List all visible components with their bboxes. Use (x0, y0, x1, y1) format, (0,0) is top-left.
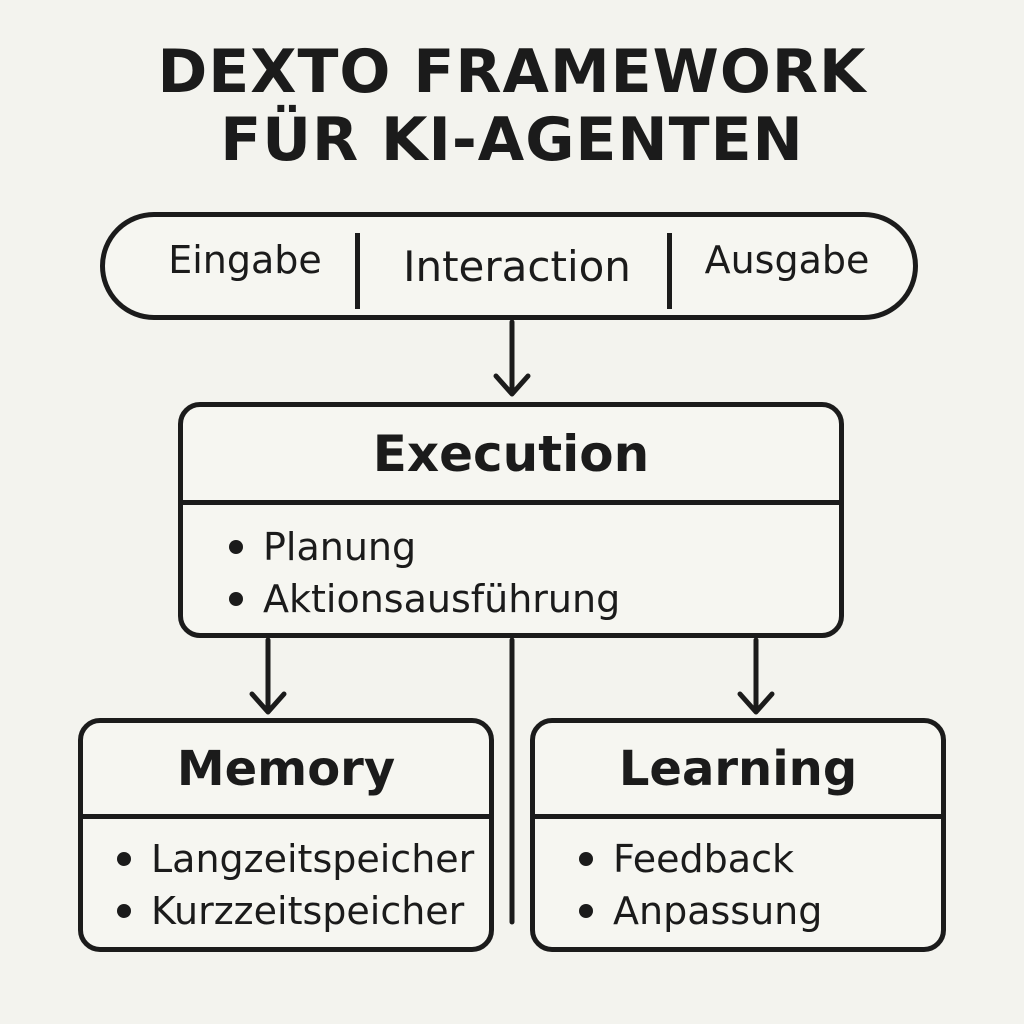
diagram-title-line-1: DEXTO FRAMEWORK (157, 37, 867, 107)
interaction-bar: Eingabe Interaction Ausgabe (100, 212, 918, 320)
list-item-label: Anpassung (613, 889, 823, 933)
list-item: Kurzzeitspeicher (83, 885, 489, 937)
list-item: Feedback (535, 833, 941, 885)
learning-box: Learning Feedback Anpassung (530, 718, 946, 952)
input-label: Eingabe (168, 238, 322, 282)
list-item-label: Kurzzeitspeicher (151, 889, 465, 933)
execution-list: Planung Aktionsausführung (183, 505, 839, 625)
memory-list: Langzeitspeicher Kurzzeitspeicher (83, 819, 489, 937)
arrow-interaction-to-execution (493, 319, 531, 397)
bullet-icon (579, 852, 593, 866)
list-item-label: Planung (263, 525, 417, 569)
bar-divider (355, 233, 360, 309)
execution-box: Execution Planung Aktionsausführung (178, 402, 844, 638)
learning-title: Learning (535, 723, 941, 819)
arrow-execution-to-memory (249, 637, 287, 715)
list-item-label: Aktionsausführung (263, 577, 621, 621)
list-item: Aktionsausführung (183, 573, 839, 625)
list-item-label: Langzeitspeicher (151, 837, 475, 881)
arrow-execution-to-learning (737, 637, 775, 715)
execution-title: Execution (183, 407, 839, 505)
list-item: Anpassung (535, 885, 941, 937)
list-item-label: Feedback (613, 837, 794, 881)
bullet-icon (229, 592, 243, 606)
memory-title: Memory (83, 723, 489, 819)
bullet-icon (229, 540, 243, 554)
learning-list: Feedback Anpassung (535, 819, 941, 937)
bullet-icon (117, 852, 131, 866)
diagram-title-line-2: FÜR KI-AGENTEN (220, 105, 804, 175)
output-label: Ausgabe (704, 238, 870, 282)
list-item: Langzeitspeicher (83, 833, 489, 885)
bullet-icon (579, 904, 593, 918)
bullet-icon (117, 904, 131, 918)
bar-divider (667, 233, 672, 309)
memory-box: Memory Langzeitspeicher Kurzzeitspeicher (78, 718, 494, 952)
list-item: Planung (183, 521, 839, 573)
interaction-label: Interaction (403, 241, 631, 291)
